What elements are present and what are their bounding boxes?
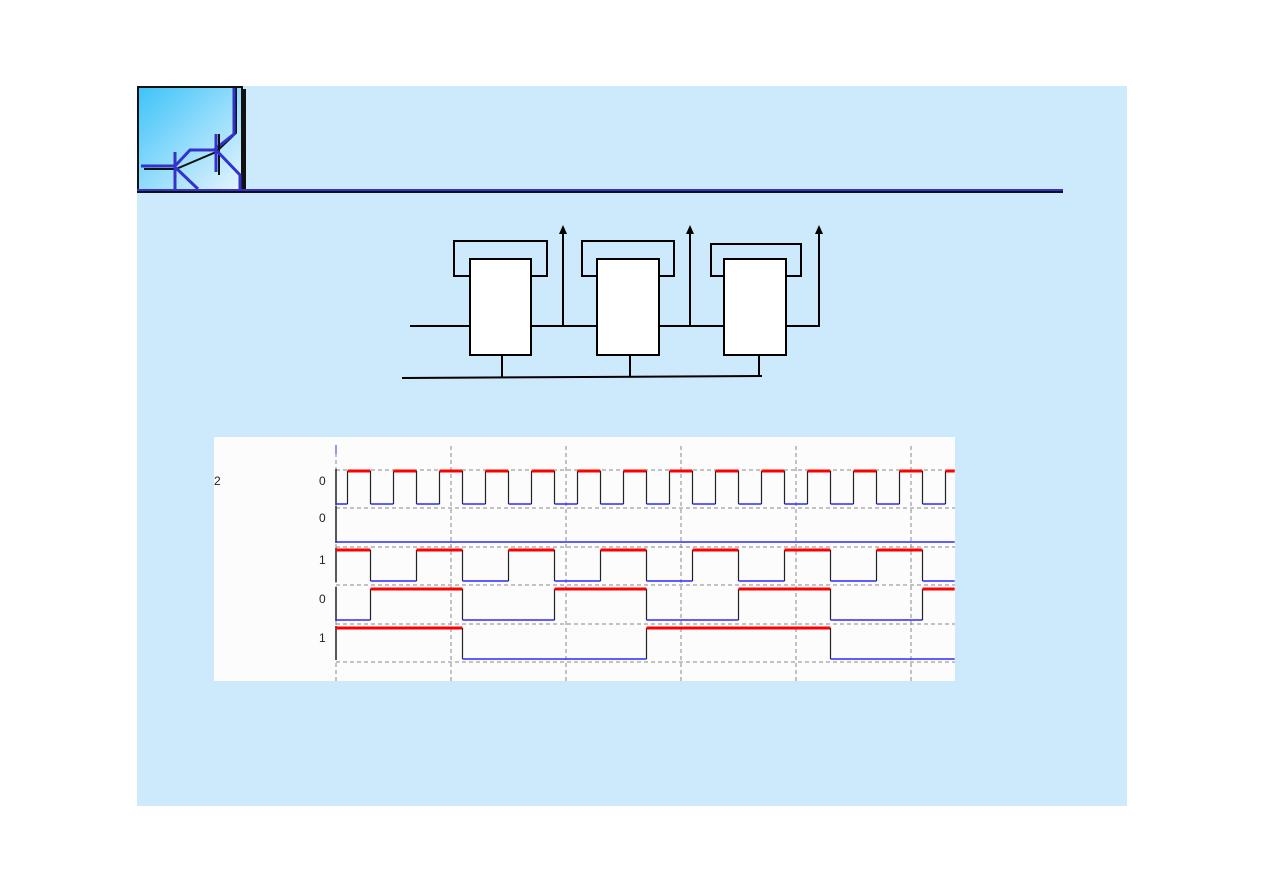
waveform-row-value: 1 xyxy=(319,553,326,567)
flip-flop-1 xyxy=(469,258,532,356)
transistor-logo-icon xyxy=(137,86,246,192)
flip-flop-3 xyxy=(723,258,787,356)
header-rule xyxy=(137,189,1063,191)
waveform-panel xyxy=(214,437,955,681)
waveform-row-value: 1 xyxy=(319,631,326,645)
waveform-group-label: 2 xyxy=(214,474,221,488)
ripple-counter-diagram xyxy=(401,225,823,379)
waveform-row-value: 0 xyxy=(319,592,326,606)
waveform-row-value: 0 xyxy=(319,511,326,525)
waveform-row-value: 0 xyxy=(319,474,326,488)
flip-flop-2 xyxy=(596,258,660,356)
